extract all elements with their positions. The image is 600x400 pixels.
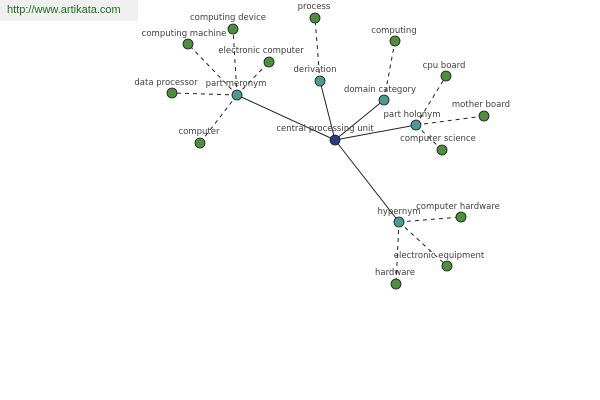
edge-part-holonym-to-computer-science (415, 124, 443, 151)
edge-derivation-to-process (314, 17, 321, 82)
edge-center-to-part-meronym (236, 94, 336, 141)
graph-nodes (166, 12, 490, 290)
edge-part-holonym-to-mother-board (415, 115, 485, 126)
node-hardware[interactable] (390, 278, 402, 290)
edge-hypernym-to-computer-hardware (398, 216, 462, 223)
node-computing-machine[interactable] (182, 38, 194, 50)
edge-hypernym-to-electronic-equipment (398, 221, 448, 267)
node-computer-hardware[interactable] (455, 211, 467, 223)
label-electronic-equipment[interactable]: electronic equipment (394, 251, 485, 261)
graph-labels: central processing unit part meronym deriv… (134, 2, 510, 278)
label-data-processor[interactable]: data processor (134, 78, 198, 88)
node-part-holonym[interactable] (410, 119, 422, 131)
label-domain-category[interactable]: domain category (344, 85, 416, 95)
edge-part-meronym-to-data-processor (171, 92, 238, 96)
node-mother-board[interactable] (478, 110, 490, 122)
site-url-banner[interactable]: http://www.artikata.com (0, 0, 138, 21)
label-computer[interactable]: computer (179, 127, 220, 137)
label-computing[interactable]: computing (371, 26, 416, 36)
edge-part-meronym-to-computer (199, 94, 238, 144)
edge-center-to-part-holonym (334, 124, 417, 141)
node-cpu-board[interactable] (440, 70, 452, 82)
node-electronic-computer[interactable] (263, 56, 275, 68)
label-computing-device[interactable]: computing device (190, 13, 266, 23)
node-computer-science[interactable] (436, 144, 448, 156)
node-computer[interactable] (194, 137, 206, 149)
label-derivation[interactable]: derivation (293, 65, 336, 75)
node-domain-category[interactable] (378, 94, 390, 106)
label-central-processing-unit[interactable]: central processing unit (276, 124, 374, 134)
node-data-processor[interactable] (166, 87, 178, 99)
label-hardware[interactable]: hardware (375, 268, 415, 278)
label-cpu-board[interactable]: cpu board (423, 61, 466, 71)
node-electronic-equipment[interactable] (441, 260, 453, 272)
label-computer-science[interactable]: computer science (400, 134, 476, 144)
label-hypernym[interactable]: hypernym (377, 207, 420, 217)
label-computer-hardware[interactable]: computer hardware (416, 202, 500, 212)
label-electronic-computer[interactable]: electronic computer (218, 46, 304, 56)
edge-part-meronym-to-computing-machine (187, 43, 238, 96)
node-computing-device[interactable] (227, 23, 239, 35)
node-hypernym[interactable] (393, 216, 405, 228)
edge-part-holonym-to-cpu-board (415, 75, 447, 126)
node-derivation[interactable] (314, 75, 326, 87)
node-part-meronym[interactable] (231, 89, 243, 101)
label-part-holonym[interactable]: part holonym (384, 110, 441, 120)
edge-hypernym-to-hardware (395, 221, 400, 285)
label-computing-machine[interactable]: computing machine (142, 29, 227, 39)
edge-center-to-hypernym (334, 139, 400, 223)
node-process[interactable] (309, 12, 321, 24)
edge-part-meronym-to-computing-device (232, 28, 238, 96)
label-process[interactable]: process (298, 2, 331, 12)
label-part-meronym[interactable]: part meronym (206, 79, 267, 89)
edge-center-to-derivation (319, 80, 336, 141)
edge-domain-category-to-computing (383, 40, 396, 101)
node-computing[interactable] (389, 35, 401, 47)
label-mother-board[interactable]: mother board (452, 100, 510, 110)
edge-center-to-domain-category (334, 99, 385, 141)
graph-edges (171, 17, 485, 285)
node-central-processing-unit[interactable] (329, 134, 341, 146)
